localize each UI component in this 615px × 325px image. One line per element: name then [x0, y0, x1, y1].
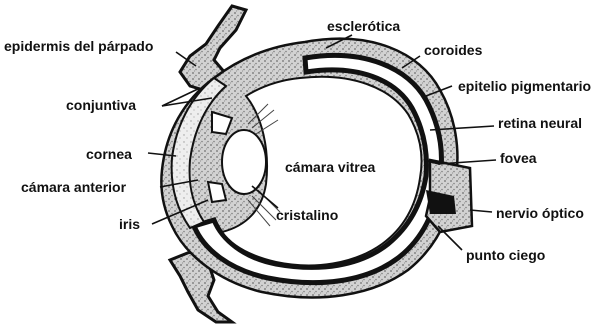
blind-spot-label: punto ciego — [466, 247, 545, 263]
eyelid-epidermis-label: epidermis del párpado — [4, 38, 153, 54]
choroid-label: coroides — [424, 42, 483, 58]
sclera-label: esclerótica — [327, 18, 400, 34]
iris-label: iris — [119, 216, 140, 232]
fovea-label: fovea — [500, 150, 537, 166]
optic-nerve-label: nervio óptico — [496, 205, 584, 221]
neural-retina-label: retina neural — [498, 115, 582, 131]
anterior-chamber-label: cámara anterior — [21, 179, 127, 195]
lens-shape — [222, 130, 266, 194]
conjunctiva-label: conjuntiva — [66, 97, 136, 113]
cornea-label: cornea — [86, 146, 132, 162]
lens-label: cristalino — [276, 207, 338, 223]
pigment-epithelium-label: epitelio pigmentario — [458, 78, 591, 94]
vitreous-chamber-label: cámara vitrea — [285, 159, 376, 175]
optic-nerve-leader — [470, 210, 492, 212]
